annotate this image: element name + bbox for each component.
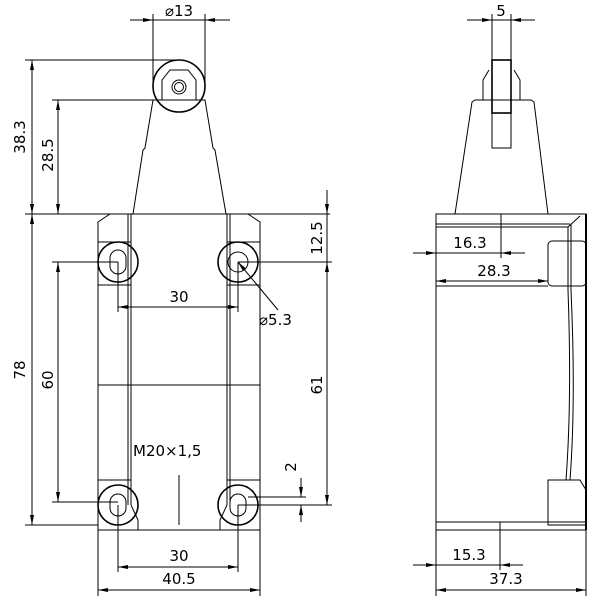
dim-hole-spacing-right: 61: [308, 262, 329, 505]
roller: [152, 59, 206, 113]
dim-bottom-offset: 2: [282, 462, 303, 522]
svg-text:15.3: 15.3: [452, 546, 485, 564]
mounting-holes: [97, 241, 259, 526]
side-bottom-tab: [547, 479, 587, 526]
side-view: 5 16.3 28.3 15.3 37.3: [413, 2, 587, 596]
dim-button-offset: 28.3: [436, 262, 548, 283]
svg-text:28.5: 28.5: [39, 138, 57, 171]
dim-total-height: 38.3: [11, 60, 34, 214]
dim-plunger-height: 28.5: [39, 100, 60, 214]
svg-text:30: 30: [169, 288, 188, 306]
svg-text:28.3: 28.3: [477, 262, 510, 280]
svg-text:2: 2: [282, 462, 300, 472]
dim-body-depth: 37.3: [436, 570, 586, 592]
dim-roller-diameter: ⌀13: [130, 2, 230, 90]
side-body: [435, 213, 587, 531]
svg-text:16.3: 16.3: [453, 234, 486, 252]
svg-text:78: 78: [11, 360, 29, 379]
dim-top-hole-offset: 12.5: [308, 190, 329, 262]
dim-hole-spacing-top: 30: [118, 288, 238, 309]
svg-text:12.5: 12.5: [308, 221, 326, 254]
svg-text:⌀13: ⌀13: [165, 2, 193, 20]
dim-hole-spacing-bottom: 30: [118, 547, 238, 569]
svg-text:40.5: 40.5: [162, 570, 195, 588]
svg-text:37.3: 37.3: [489, 570, 522, 588]
svg-text:61: 61: [308, 375, 326, 394]
thread-label: M20×1,5: [133, 442, 201, 460]
dim-roller-offset: 16.3: [413, 234, 525, 255]
side-button: [547, 240, 587, 287]
switch-body: [97, 213, 261, 531]
dim-hole-spacing-left: 60: [39, 262, 60, 502]
dim-body-width: 40.5: [98, 570, 260, 592]
actuator-plunger: [132, 59, 227, 215]
svg-text:⌀5.3: ⌀5.3: [259, 311, 292, 329]
front-view: ⌀13 38.3 28.5 78 60: [11, 2, 332, 596]
dim-roller-width: 5: [467, 2, 535, 22]
dim-hole-diameter: ⌀5.3: [237, 261, 292, 329]
side-actuator: [454, 59, 549, 215]
dim-side-bottom-offset: 15.3: [413, 546, 523, 567]
dim-body-height: 78: [11, 214, 34, 525]
svg-text:30: 30: [169, 547, 188, 565]
svg-text:38.3: 38.3: [11, 120, 29, 153]
svg-text:5: 5: [496, 2, 506, 20]
svg-text:60: 60: [39, 370, 57, 389]
